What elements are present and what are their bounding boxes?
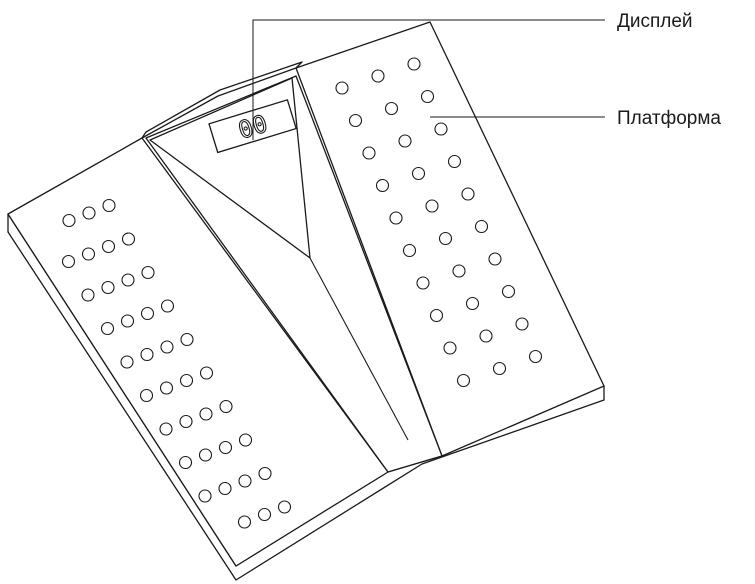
footpad-hole [398, 134, 412, 148]
footpad-hole [101, 239, 116, 254]
footpad-hole [159, 422, 173, 436]
footpad-hole [411, 166, 426, 181]
right-panel-holes [335, 57, 543, 388]
footpad-hole [159, 381, 174, 395]
footpad-hole [219, 399, 233, 414]
footpad-hole [139, 388, 154, 403]
footpad-hole [140, 306, 155, 321]
footpad-hole [348, 113, 363, 128]
display-label: Дисплей [617, 11, 693, 32]
footpad-hole [425, 199, 439, 213]
footpad-hole [335, 81, 349, 95]
footpad-hole [120, 314, 135, 328]
footpad-hole [198, 448, 213, 462]
footpad-hole [218, 440, 233, 455]
footpad-hole [438, 231, 453, 246]
footpad-hole [238, 474, 252, 488]
center-ridge-top [141, 61, 303, 139]
footpad-hole [178, 455, 193, 470]
footpad-hole [100, 321, 115, 336]
center-fold-line [309, 257, 409, 441]
footpad-hole [488, 252, 502, 266]
footpad-hole [447, 154, 462, 169]
footpad-hole [61, 254, 76, 269]
footpad-hole [160, 340, 174, 354]
footpad-hole [237, 515, 252, 529]
footpad-hole [434, 122, 448, 136]
footpad-hole [362, 146, 376, 160]
footpad-hole [258, 466, 272, 481]
footpad-hole [179, 414, 193, 429]
footpad-hole [384, 101, 399, 116]
footpad-hole [141, 265, 155, 280]
left-panel-holes [61, 198, 292, 529]
footpad-hole [461, 187, 475, 201]
footpad-hole [121, 273, 135, 287]
footpad-hole [120, 355, 134, 369]
footpad-hole [407, 57, 421, 71]
footpad-hole [371, 69, 385, 83]
footpad-hole [375, 178, 390, 193]
footpad-hole [81, 247, 96, 261]
footpad-hole [479, 329, 493, 343]
footpad-hole [180, 332, 194, 347]
footpad-hole [160, 299, 175, 313]
footpad-hole [121, 232, 136, 246]
footpad-hole [62, 213, 76, 228]
footpad-hole [420, 89, 435, 104]
footpad-hole [277, 500, 292, 514]
footpad-hole [140, 347, 154, 362]
footpad-hole [82, 206, 96, 220]
footpad-hole [528, 349, 543, 364]
footpad-hole [199, 407, 213, 421]
footpad-hole [81, 288, 95, 302]
lower-edge-line [387, 455, 443, 473]
footpad-hole [102, 198, 116, 213]
footpad-hole [452, 264, 466, 278]
footpad-hole [199, 366, 214, 380]
footpad-hole [389, 211, 403, 225]
footpad-hole [238, 433, 253, 447]
platform-label: Платформа [617, 108, 721, 129]
footpad-hole [429, 308, 444, 323]
footpad-hole [198, 489, 212, 503]
footpad-hole [416, 276, 430, 290]
footpad-hole [101, 280, 115, 295]
display-callout-line [252, 19, 605, 140]
footpad-hole [501, 284, 516, 299]
footpad-hole [515, 317, 529, 331]
footpad-hole [492, 361, 507, 376]
footpad-hole [443, 341, 457, 355]
footpad-hole [456, 373, 471, 388]
footpad-hole [465, 296, 480, 311]
footpad-hole [257, 507, 272, 522]
footpad-hole [218, 481, 232, 496]
footpad-hole [402, 243, 417, 258]
footpad-hole [474, 219, 489, 234]
footpad-hole [179, 373, 194, 388]
